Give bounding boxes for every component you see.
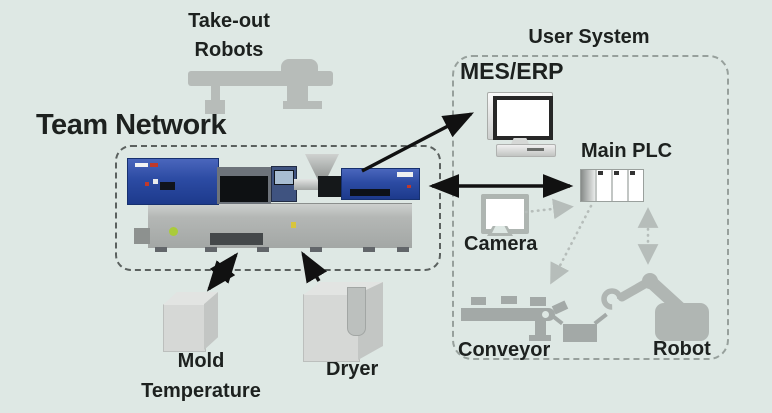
machine-mold-window: [220, 176, 268, 202]
dryer-label: Dryer: [326, 358, 379, 380]
machine-foot: [257, 247, 269, 252]
camera-label: Camera: [464, 233, 538, 255]
arrow-machine-to-mold-temperature: [206, 252, 239, 292]
team-network-title: Team Network: [36, 109, 227, 141]
robot-joint: [642, 273, 658, 289]
plc-module: [594, 170, 611, 201]
machine-logo-accent: [150, 163, 158, 167]
machine-foot: [205, 247, 217, 252]
conveyor-label: Conveyor: [458, 339, 551, 361]
dotted-arrow-camera-to-plc: [524, 198, 574, 220]
team-network-group-box: [115, 145, 441, 271]
takeout-end-effector: [205, 100, 225, 114]
mold-box-side: [204, 292, 218, 350]
takeout-column: [287, 72, 308, 104]
machine-nameplate: [397, 172, 413, 177]
conveyor-roller: [542, 311, 549, 318]
mold-box-front: [163, 304, 206, 352]
conveyor-part: [501, 296, 517, 304]
conveyor-part: [471, 297, 486, 305]
plc-module: [626, 170, 644, 201]
plc-module: [610, 170, 627, 201]
keyboard-detail: [527, 148, 544, 151]
machine-foot: [155, 247, 167, 252]
machine-indicator-red: [145, 182, 149, 186]
machine-indicator-red2: [407, 185, 411, 188]
machine-base-recess: [210, 233, 263, 245]
machine-logo: [135, 163, 148, 167]
plc-module-cpu: [581, 170, 595, 201]
machine-indicator-yellow: [291, 222, 296, 228]
dotted-arrow-plc-to-conveyor: [550, 204, 593, 285]
collection-bin: [563, 324, 597, 342]
conveyor-part: [530, 297, 546, 306]
conveyor-leg: [535, 321, 546, 337]
robot-gripper: [601, 288, 623, 310]
machine-barrel: [294, 179, 324, 190]
monitor-stand: [511, 138, 529, 144]
machine-side-unit: [134, 228, 150, 244]
dryer-slot: [347, 287, 366, 336]
machine-foot: [397, 247, 409, 252]
machine-detail: [153, 179, 158, 184]
keyboard: [496, 144, 556, 157]
robot-base: [655, 303, 709, 341]
machine-indicator-green: [169, 227, 178, 236]
arrow-machine-to-mes-erp: [361, 112, 475, 173]
user-system-group-box: [452, 55, 729, 360]
robot-label: Robot: [653, 338, 711, 360]
machine-vent: [350, 189, 390, 196]
injection-molding-machine: [125, 150, 420, 255]
monitor-screen: [493, 96, 553, 140]
main-plc-label: Main PLC: [581, 140, 673, 162]
machine-foot: [310, 247, 322, 252]
machine-hmi-screen: [274, 170, 294, 185]
robot-arm-icon: [601, 273, 709, 341]
machine-nozzle-block: [318, 176, 344, 197]
conveyor-foot: [529, 335, 551, 341]
conveyor-belt: [461, 308, 555, 321]
camera-stand-inner: [492, 226, 508, 233]
arrow-dryer-to-machine: [301, 251, 328, 284]
main-plc-icon: [580, 169, 644, 202]
takeout-rod: [211, 86, 220, 103]
takeout-motor-housing: [281, 59, 318, 72]
mes-erp-label: MES/ERP: [460, 58, 564, 84]
mold-box-top: [163, 292, 218, 305]
machine-base: [148, 203, 412, 248]
takeout-foot: [283, 101, 322, 109]
machine-foot: [363, 247, 375, 252]
machine-panel-slot: [160, 182, 175, 190]
